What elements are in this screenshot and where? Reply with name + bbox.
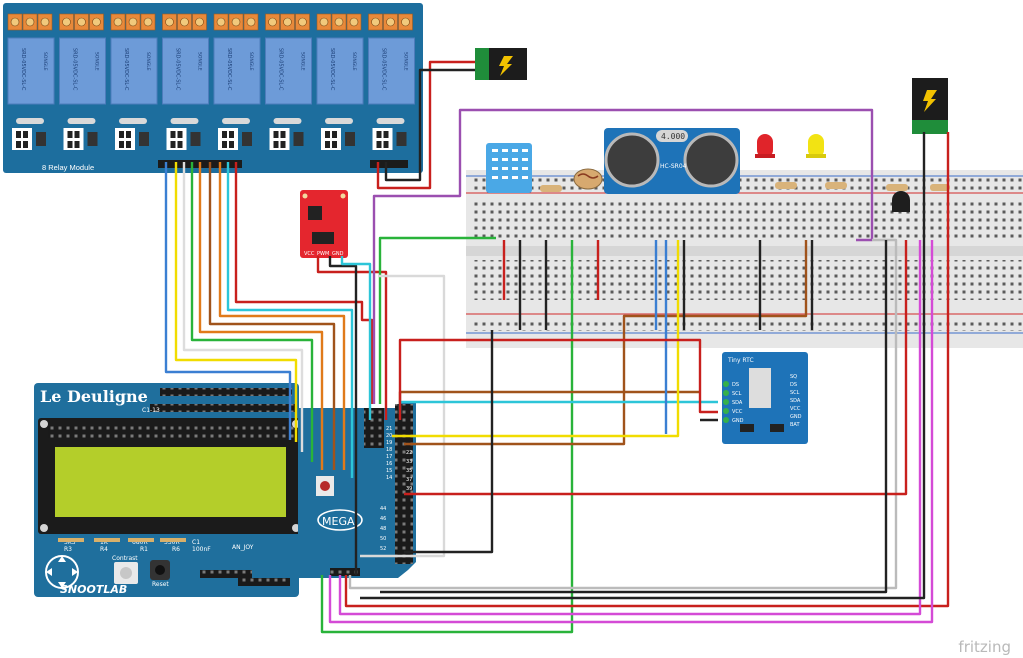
relay-8 <box>368 37 415 105</box>
mega-pin-label: 35 <box>406 468 412 474</box>
relay-2 <box>59 37 106 105</box>
relay-marking: SRD-05VDC-SL-C <box>175 48 181 91</box>
lcd-header-label: C1-13 <box>142 407 160 414</box>
mega-pin-label: 15 <box>386 468 392 474</box>
resistors <box>540 182 950 192</box>
relay-6 <box>265 37 312 105</box>
led-red <box>755 134 775 158</box>
fritzing-watermark: fritzing <box>958 638 1011 656</box>
lcd-res2-value: 1K <box>100 539 109 546</box>
transistor <box>892 191 910 212</box>
relay-brand: SONGLE <box>94 52 100 71</box>
mega-pin-label: 39 <box>406 486 412 492</box>
lcd-contrast-label: Contrast <box>112 555 138 562</box>
relay-marking: SRD-05VDC-SL-C <box>123 48 129 91</box>
mega-pin-label: 46 <box>380 516 386 522</box>
rtc-pin-r-4: VCC <box>790 406 801 412</box>
arduino-label: MEGA <box>322 515 355 528</box>
dht-sensor <box>486 143 532 193</box>
rtc-label: Tiny RTC <box>727 357 754 364</box>
lcd-res1-ref: R3 <box>64 546 72 553</box>
relay-brand: SONGLE <box>42 52 48 71</box>
relay-1 <box>7 37 55 105</box>
wires <box>164 60 950 634</box>
rtc-pin-r-1: DS <box>790 382 797 388</box>
sensor-pin-gnd: GND <box>332 251 344 257</box>
relay-marking: SRD-05VDC-SL-C <box>329 48 335 91</box>
rtc-pin-ds: DS <box>732 382 739 388</box>
mega-pin-label: 21 <box>386 426 392 432</box>
dc-jack-relay <box>475 48 527 80</box>
lcd-res1-value: 3K3 <box>64 539 76 546</box>
lcd-cap-value: 100nF <box>192 546 211 553</box>
mega-pin-label: 20 <box>386 433 392 439</box>
mega-pin-label: 22 <box>406 450 412 456</box>
rtc-module: Tiny RTC DS SCL SDA VCC GND SQ DS SCL SDA VCC GND… <box>722 352 808 444</box>
relay-brand: SONGLE <box>248 52 254 71</box>
mega-pin-label: 19 <box>386 440 392 446</box>
mega-pin-label: 18 <box>386 447 392 453</box>
relay-module: SRD-05VDC-SL-C SONGLE SRD-05VDC-SL-C SONGLE… <box>3 3 423 173</box>
mega-pin-label: 14 <box>386 475 392 481</box>
sensor-pin-pwm: PWM <box>317 251 329 257</box>
lcd-shield-maker: SNOOTLAB <box>60 583 127 596</box>
relay-brand: SONGLE <box>403 52 409 71</box>
mega-pin-label: 50 <box>380 536 386 542</box>
relay-marking: SRD-05VDC-SL-C <box>278 48 284 91</box>
lcd-jumper-label: AN_JOY <box>232 544 254 551</box>
sensor-module: VCC PWM GND <box>300 190 348 258</box>
ultrasonic-label: HC-SR04 <box>660 163 687 170</box>
lcd-reset-label: Reset <box>152 581 169 588</box>
rtc-pin-r-3: SDA <box>790 398 801 404</box>
relay-7 <box>316 37 364 105</box>
breadboard <box>466 170 1023 348</box>
ultrasonic-sensor: 4.000 HC-SR04 <box>604 128 740 194</box>
led-yellow <box>806 134 826 158</box>
mega-pin-label: 52 <box>380 546 386 552</box>
ultrasonic-crystal: 4.000 <box>661 132 685 141</box>
mega-pin-label: 16 <box>386 461 392 467</box>
rtc-pin-r-6: BAT <box>790 422 800 428</box>
relay-brand: SONGLE <box>197 52 203 71</box>
sensor-pin-vcc: VCC <box>304 251 315 257</box>
rtc-pin-gnd: GND <box>732 418 744 424</box>
mega-pin-label: 48 <box>380 526 386 532</box>
rtc-pin-r-2: SCL <box>790 390 800 396</box>
rtc-pin-vcc: VCC <box>732 409 743 415</box>
lcd-res3-value: 680R <box>132 539 148 546</box>
dc-jack-breadboard <box>912 78 948 134</box>
joystick-dpad <box>45 555 79 589</box>
rtc-pin-r-5: GND <box>790 414 802 420</box>
relay-brand: SONGLE <box>145 52 151 71</box>
lcd-res2-ref: R4 <box>100 546 108 553</box>
mega-pin-label: 33 <box>406 459 412 465</box>
relay-marking: SRD-05VDC-SL-C <box>20 48 26 91</box>
relay-marking: SRD-05VDC-SL-C <box>381 48 387 91</box>
lcd-res4-ref: R6 <box>172 546 180 553</box>
mega-pin-label: 37 <box>406 477 412 483</box>
relay-marking: SRD-05VDC-SL-C <box>226 48 232 91</box>
mega-pin-label: 44 <box>380 506 386 512</box>
photoresistor <box>573 168 603 190</box>
lcd-shield-brand: Le Deuligne <box>40 387 148 406</box>
rtc-pin-sda: SDA <box>732 400 743 406</box>
rtc-pin-scl: SCL <box>732 391 742 397</box>
rtc-pin-r-0: SQ <box>790 374 797 380</box>
relay-brand: SONGLE <box>300 52 306 71</box>
lcd-shield: Le Deuligne C1-13 3K3 R3 1K R4 680R R1 3… <box>34 383 306 597</box>
relay-brand: SONGLE <box>351 52 357 71</box>
relay-3 <box>110 37 158 105</box>
relay-5 <box>213 37 261 105</box>
mega-pin-label: 17 <box>386 454 392 460</box>
relay-module-label: 8 Relay Module <box>42 163 94 172</box>
lcd-res4-value: 330R <box>164 539 180 546</box>
relay-marking: SRD-05VDC-SL-C <box>72 48 78 91</box>
lcd-res3-ref: R1 <box>140 546 148 553</box>
lcd-cap-ref: C1 <box>192 539 200 546</box>
relay-4 <box>162 37 209 105</box>
